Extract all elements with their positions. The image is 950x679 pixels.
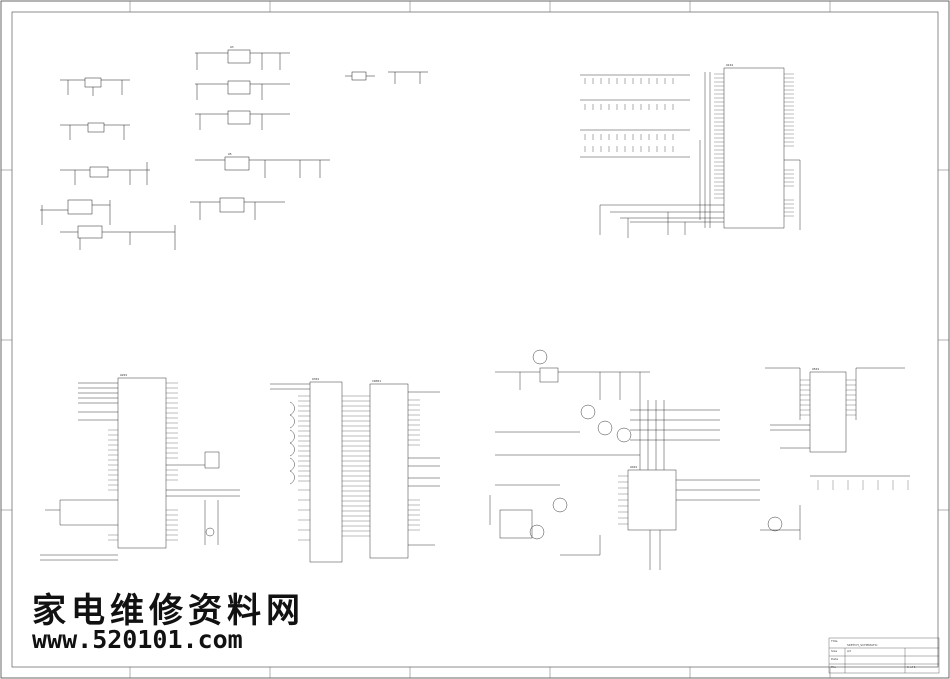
mcu-pin-stubs <box>714 73 794 217</box>
title-block-frame <box>828 637 940 674</box>
svg-text:U401: U401 <box>630 465 637 469</box>
svg-text:U5: U5 <box>228 152 232 156</box>
power-supply-section <box>40 49 428 250</box>
title-block: Title SKETCH_SCHEMATIC Size A3 Date File… <box>829 638 941 673</box>
svg-text:U3: U3 <box>230 45 234 49</box>
connector-section <box>270 381 440 563</box>
ic-left-section <box>40 377 240 561</box>
component-labels: U101 U201 U301 CN301 U401 U501 U3 U5 <box>120 45 819 469</box>
svg-text:U101: U101 <box>726 63 733 67</box>
title-block-label-title: Title <box>831 639 838 643</box>
svg-text:U201: U201 <box>120 373 127 377</box>
svg-text:U501: U501 <box>812 367 819 371</box>
title-block-label-file: File <box>831 665 837 669</box>
ic-left-pin-stubs <box>108 382 178 541</box>
analog-section <box>489 349 801 570</box>
ic-right-section <box>765 367 910 477</box>
title-block-sheet: 1 of 1 <box>907 665 916 669</box>
watermark-url[interactable]: www.520101.com <box>32 625 243 654</box>
svg-text:CN301: CN301 <box>372 379 381 383</box>
title-block-size: A3 <box>847 649 851 653</box>
ic-right-pin-stubs <box>800 379 909 490</box>
title-block-label-date: Date <box>831 657 839 661</box>
title-block-label-size: Size <box>831 649 838 653</box>
title-block-title: SKETCH_SCHEMATIC <box>847 643 878 647</box>
analog-ic-pin-stubs <box>618 475 628 525</box>
svg-text:U301: U301 <box>312 377 319 381</box>
watermark-site-name: 家电维修资料网 <box>32 591 305 631</box>
capacitor-array <box>584 78 674 152</box>
resistor-rows <box>580 74 690 158</box>
connector-pin-stubs <box>298 395 420 541</box>
mcu-section <box>580 67 801 238</box>
sheet-inner-border <box>11 11 939 668</box>
